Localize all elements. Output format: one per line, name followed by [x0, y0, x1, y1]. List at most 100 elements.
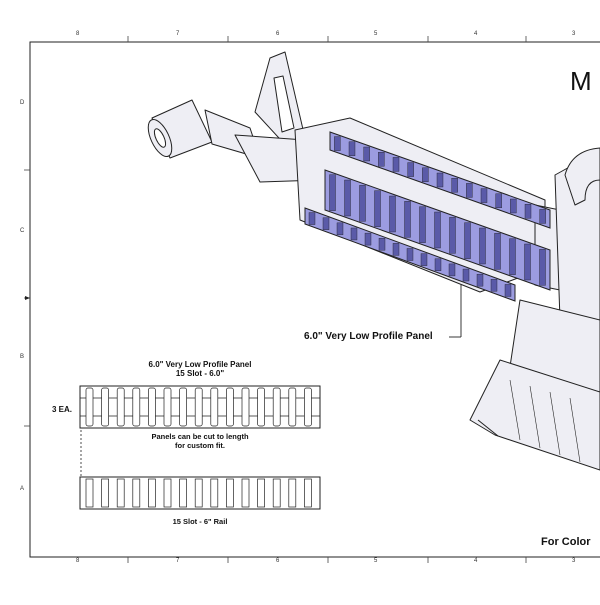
rail-slot [288, 478, 297, 508]
rail-panels [304, 131, 551, 302]
top-rail-panel [329, 131, 551, 229]
panel-slot [148, 387, 156, 427]
rail-slot [374, 190, 381, 227]
panel-slot [288, 387, 297, 427]
rail-slot [420, 253, 428, 266]
rail-slot [434, 258, 442, 271]
bottom-rail-panel [304, 207, 516, 302]
rail-slot [179, 478, 187, 508]
column-label: 7 [176, 31, 180, 37]
rail-slot [509, 238, 516, 275]
row-label: C [20, 228, 25, 234]
rail-slot [378, 238, 386, 251]
rail-slot [539, 209, 546, 224]
center-mark [25, 296, 30, 300]
rail-slot [419, 206, 426, 243]
row-label: D [20, 100, 25, 106]
column-label: 4 [474, 31, 478, 37]
detail-panel-drawing [79, 385, 321, 429]
quantity-label: 3 EA. [52, 405, 73, 414]
rail-slot [524, 243, 531, 281]
panel-slot [101, 387, 109, 427]
magazine [469, 359, 600, 471]
rail-slot [510, 198, 517, 214]
note-line1: Panels can be cut to length [151, 432, 249, 441]
panel-slot [85, 387, 94, 427]
panel-slot [241, 387, 250, 427]
detail-rail-drawing [79, 476, 321, 510]
rail-slot [85, 478, 94, 508]
rail-slot [422, 167, 429, 183]
rail-slot [407, 162, 414, 177]
rail-slot [404, 201, 411, 238]
border-frame [29, 41, 600, 558]
panel-slot [226, 387, 234, 427]
detail-title-line1: 6.0" Very Low Profile Panel [148, 360, 252, 369]
rail-slot [490, 279, 498, 292]
row-label: B [20, 354, 25, 360]
rail-slot [336, 222, 344, 236]
panel-slot [116, 387, 125, 427]
rail-slot [466, 183, 473, 198]
rail-slot [364, 232, 372, 246]
rail-slot [539, 249, 546, 286]
rail-slot [378, 151, 385, 167]
rail-slot [451, 177, 458, 193]
rail-slot [350, 227, 358, 241]
rail-slot [434, 211, 441, 249]
rail-slot [392, 243, 400, 256]
rail-slot [476, 273, 484, 287]
rail-slot [226, 478, 234, 508]
rail-slot [495, 193, 502, 209]
rail-slot [148, 478, 156, 508]
panel-slot [257, 387, 265, 427]
column-label: 5 [374, 31, 378, 37]
column-label: 4 [474, 558, 478, 564]
panel-slot [210, 387, 219, 427]
rail-slot [494, 233, 501, 270]
rail-label: 15 Slot - 6" Rail [172, 517, 228, 526]
column-label: 3 [572, 558, 576, 564]
panel-slot [179, 387, 187, 427]
column-label: 3 [572, 31, 576, 37]
footer-text: For Color [541, 536, 591, 548]
row-label: A [20, 486, 25, 492]
column-label: 8 [76, 31, 80, 37]
rail-slot [322, 217, 330, 230]
rail-slot [163, 478, 172, 508]
rail-slot [449, 217, 456, 254]
rail-slot [304, 478, 312, 508]
callout-label: 6.0" Very Low Profile Panel [304, 331, 433, 342]
column-label: 6 [276, 558, 280, 564]
panel-slot [132, 387, 141, 427]
rail-slot [524, 203, 532, 219]
rail-slot [344, 179, 351, 217]
rail-slot [329, 174, 336, 211]
rail-slot [359, 185, 366, 222]
rail-slot [334, 136, 341, 151]
rail-slot [479, 227, 486, 265]
rail-slot [436, 172, 444, 188]
rail-slot [272, 478, 281, 508]
detail-title-line2: 15 Slot - 6.0" [175, 369, 225, 378]
column-label: 8 [76, 558, 80, 564]
rail-slot [464, 222, 471, 259]
rail-slot [406, 248, 414, 261]
rail-slot [392, 157, 400, 172]
rail-slot [348, 141, 356, 157]
rail-slot [462, 268, 470, 282]
rail-slot [308, 212, 316, 225]
side-rail-panel [324, 169, 551, 291]
rail-slot [210, 478, 219, 508]
rail-slot [132, 478, 141, 508]
column-label: 5 [374, 558, 378, 564]
panel-slot [304, 387, 312, 427]
rail-slot [480, 188, 488, 203]
rail-slot [363, 146, 370, 162]
column-label: 6 [276, 31, 280, 37]
rail-slot [257, 478, 265, 508]
brand-text: M [570, 66, 594, 96]
callout-leader [449, 284, 462, 338]
panel-slot [272, 387, 281, 427]
rail-slot [389, 195, 396, 233]
